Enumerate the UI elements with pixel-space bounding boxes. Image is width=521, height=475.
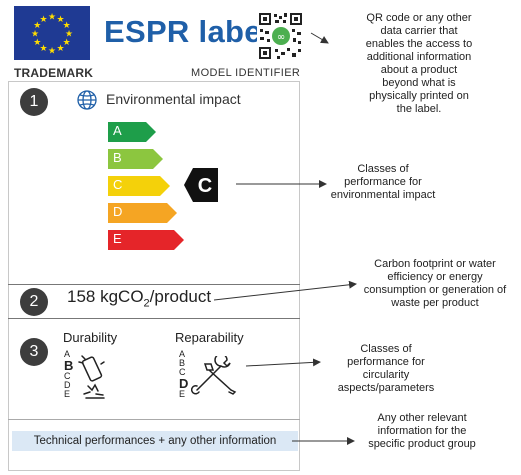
annotation-line: enables the access to xyxy=(365,38,473,50)
annotation-line: environmental impact xyxy=(330,189,436,201)
annotation-line: Carbon footprint or water xyxy=(374,258,496,270)
annotation-line: beyond what is xyxy=(382,77,456,89)
model-identifier-text: MODEL IDENTIFIER xyxy=(191,67,301,79)
scale-letter: D xyxy=(179,376,189,391)
annotation-line: performance for xyxy=(347,356,425,368)
selected-class-letter: C xyxy=(198,175,212,197)
class-arrow-c: C xyxy=(108,176,170,196)
annotation-line: QR code or any other xyxy=(366,12,472,24)
annotation-line: about a product xyxy=(380,64,458,76)
scale-letter: D xyxy=(64,380,71,390)
class-letter: D xyxy=(113,204,123,219)
environmental-impact-title: Environmental impact xyxy=(106,91,241,107)
scale-letter: C xyxy=(64,371,71,381)
eu-star: ★ xyxy=(65,30,73,40)
class-arrow-d: D xyxy=(108,203,177,223)
durability-label: Durability xyxy=(63,330,118,345)
class-arrow-a: A xyxy=(108,122,156,142)
eu-star: ★ xyxy=(56,44,64,54)
footprint-value: 158 kgCO2/product xyxy=(67,287,211,309)
annotation-line: the label. xyxy=(396,103,442,115)
selected-class-marker: C xyxy=(184,168,218,202)
annotation-line: Classes of xyxy=(357,163,409,175)
class-letter: C xyxy=(113,177,123,192)
eu-star: ★ xyxy=(48,13,56,23)
scale-letter: C xyxy=(179,367,186,377)
class-arrow-e: E xyxy=(108,230,184,250)
eu-flag-logo: ★★★★★★★★★★★★ xyxy=(14,6,90,60)
eu-star: ★ xyxy=(56,15,64,25)
eu-star: ★ xyxy=(39,15,47,25)
eu-star: ★ xyxy=(31,30,39,40)
scale-letter: E xyxy=(179,389,186,399)
section-divider-3 xyxy=(8,419,300,420)
svg-text:∞: ∞ xyxy=(277,32,285,43)
scale-letter: E xyxy=(64,389,71,399)
annotation-line: performance for xyxy=(344,176,422,188)
scale-letter: A xyxy=(179,349,186,359)
technical-info-bar: Technical performances + any other infor… xyxy=(12,431,298,451)
footprint-unit: /product xyxy=(149,287,212,306)
globe-icon xyxy=(76,89,98,111)
annotation-line: consumption or generation of xyxy=(363,284,507,296)
annotation-line: specific product group xyxy=(368,438,476,450)
dropped-phone-icon xyxy=(76,352,112,402)
annotation-line: physically printed on xyxy=(369,90,469,102)
arrow-qr xyxy=(310,32,329,44)
annotation-line: efficiency or energy xyxy=(387,271,483,283)
label-title: ESPR label xyxy=(104,14,271,49)
class-letter: A xyxy=(113,123,122,138)
annotation-line: additional information xyxy=(366,51,472,63)
scale-letter: A xyxy=(64,349,71,359)
class-letter: B xyxy=(113,150,122,165)
wrench-icon xyxy=(190,353,239,396)
class-letter: E xyxy=(113,231,122,246)
annotation-line: Any other relevant xyxy=(377,412,467,424)
section-number-2: 2 xyxy=(20,288,48,316)
qr-code-icon: ∞ xyxy=(257,11,304,61)
reparability-label: Reparability xyxy=(175,330,244,345)
eu-star: ★ xyxy=(39,44,47,54)
eu-star: ★ xyxy=(63,21,71,31)
scale-letter: B xyxy=(179,358,186,368)
annotation-line: aspects/parameters xyxy=(337,382,435,394)
section-number-3: 3 xyxy=(20,338,48,366)
footprint-number: 158 kgCO xyxy=(67,287,144,306)
section-divider-1 xyxy=(8,284,300,285)
eu-star: ★ xyxy=(33,21,41,31)
eu-star: ★ xyxy=(33,38,41,48)
annotation-line: Classes of xyxy=(360,343,412,355)
section-divider-2 xyxy=(8,318,300,319)
section-number-1: 1 xyxy=(20,88,48,116)
annotation-line: circularity xyxy=(362,369,410,381)
annotation-line: information for the xyxy=(377,425,467,437)
eu-star: ★ xyxy=(63,38,71,48)
footprint-subscript: 2 xyxy=(143,297,150,310)
class-arrow-b: B xyxy=(108,149,163,169)
trademark-text: TRADEMARK xyxy=(14,66,94,80)
label-frame xyxy=(8,81,300,471)
scale-letter: B xyxy=(64,358,74,373)
annotation-line: waste per product xyxy=(391,297,479,309)
annotation-line: data carrier that xyxy=(380,25,458,37)
eu-star: ★ xyxy=(48,47,56,57)
